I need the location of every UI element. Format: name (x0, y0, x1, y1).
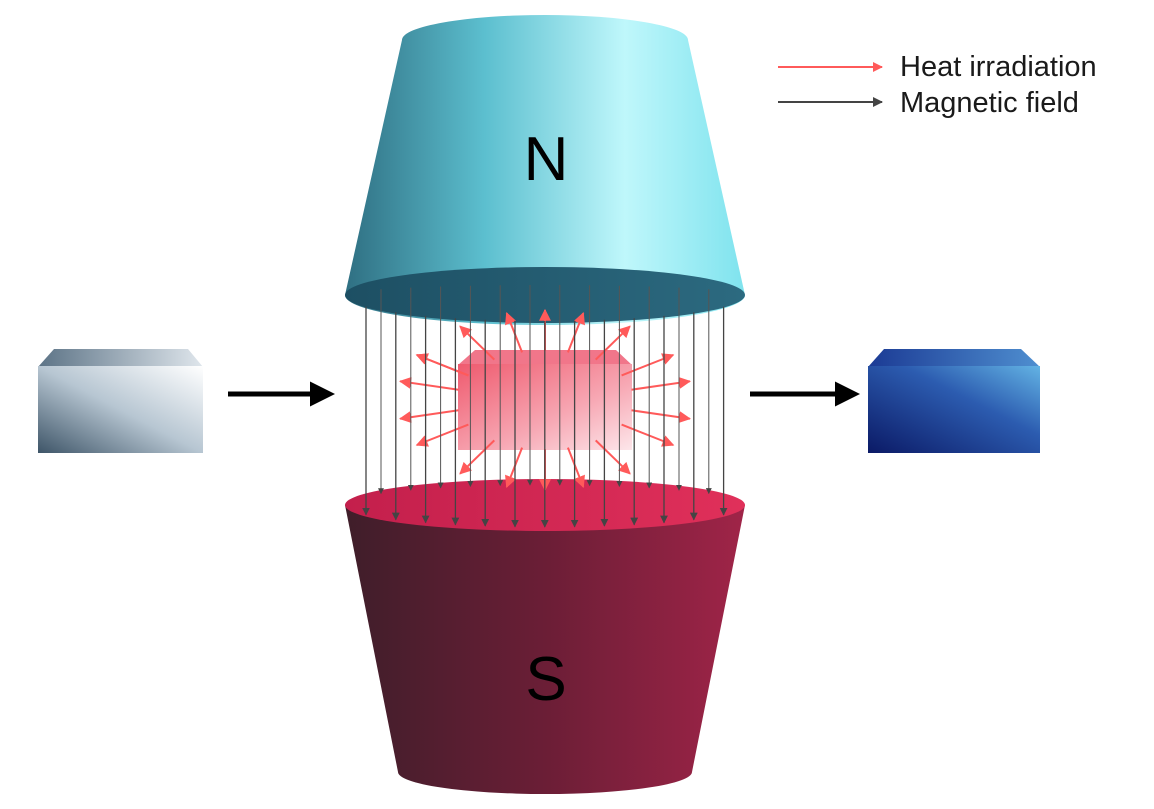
heat-arrow (399, 409, 459, 424)
heat-arrow (631, 376, 691, 391)
output-material-block (868, 349, 1040, 453)
north-pole-face (345, 267, 745, 323)
legend-field-label: Magnetic field (900, 87, 1079, 119)
legend-heat-label: Heat irradiation (900, 51, 1097, 83)
heat-arrow (595, 439, 631, 475)
north-pole-magnet: N (345, 15, 745, 325)
input-material-block (38, 349, 203, 453)
heat-arrow (631, 409, 691, 424)
heat-arrow (595, 325, 631, 361)
magnetic-field-lines (362, 285, 728, 528)
north-pole-label: N (524, 125, 569, 194)
heat-arrow (566, 311, 585, 353)
heat-arrow (459, 439, 495, 475)
legend: Heat irradiation Magnetic field (778, 51, 1097, 119)
heat-arrow (399, 376, 459, 391)
heat-arrow (459, 325, 495, 361)
heat-arrow (566, 447, 585, 489)
south-pole-label: S (525, 645, 566, 714)
